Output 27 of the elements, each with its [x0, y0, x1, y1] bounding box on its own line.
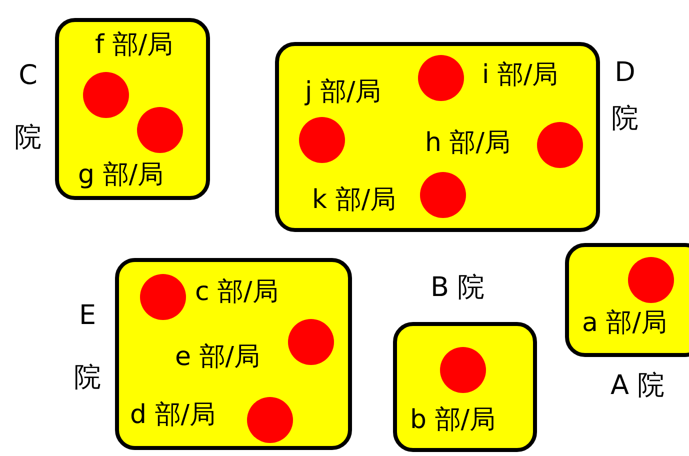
dot-marker	[247, 397, 293, 443]
building-heading: C 院	[14, 59, 42, 155]
unit-label: k 部/局	[312, 185, 396, 215]
dot-marker	[83, 72, 129, 118]
dot-marker	[440, 347, 486, 393]
unit-label: g 部/局	[78, 160, 164, 190]
dot-marker	[288, 319, 334, 365]
dot-marker	[628, 257, 674, 303]
unit-label: a 部/局	[582, 308, 667, 338]
unit-label: j 部/局	[305, 77, 382, 107]
dot-marker	[140, 274, 186, 320]
unit-label: e 部/局	[175, 342, 260, 372]
dot-marker	[537, 122, 583, 168]
building-heading: E 院	[73, 299, 102, 395]
unit-label: c 部/局	[195, 277, 278, 307]
building-heading: D 院	[610, 56, 640, 136]
dot-marker	[137, 107, 183, 153]
unit-label: f 部/局	[95, 30, 174, 60]
unit-label: d 部/局	[130, 400, 216, 430]
dot-marker	[420, 172, 466, 218]
building-heading: A 院	[609, 369, 666, 403]
dot-marker	[418, 55, 464, 101]
unit-label: i 部/局	[482, 60, 558, 90]
unit-label: h 部/局	[425, 128, 511, 158]
building-heading: B 院	[429, 271, 486, 305]
unit-label: b 部/局	[410, 405, 496, 435]
dot-marker	[299, 117, 345, 163]
